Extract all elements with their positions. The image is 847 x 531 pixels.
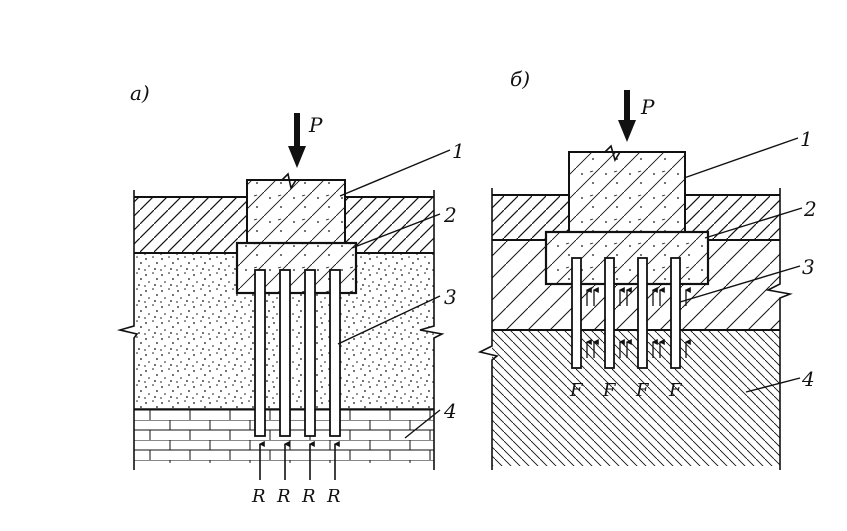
pile xyxy=(329,269,341,437)
friction-label: F xyxy=(635,380,650,401)
end-bearing-piles xyxy=(254,269,341,437)
load-arrow-b: P xyxy=(618,90,655,142)
callout-1: 1 xyxy=(800,127,813,151)
callout-1: 1 xyxy=(452,139,465,163)
callouts-b: 1 2 3 4 xyxy=(679,127,817,393)
friction-label: F xyxy=(569,380,584,401)
pile xyxy=(304,269,316,437)
reaction-label: R xyxy=(301,486,316,507)
friction-label: F xyxy=(602,380,617,401)
pile xyxy=(279,269,291,437)
panel-a: a) P xyxy=(116,81,465,507)
callout-2: 2 xyxy=(443,203,457,227)
column-b xyxy=(568,151,686,233)
column-a xyxy=(246,179,346,244)
callout-4: 4 xyxy=(443,399,457,423)
callouts-a: 1 2 3 4 xyxy=(337,139,465,439)
panel-b: б) xyxy=(477,67,817,470)
reaction-label: R xyxy=(251,486,266,507)
dense-soil-layer xyxy=(492,330,780,466)
pile xyxy=(670,257,681,369)
friction-label: F xyxy=(668,380,683,401)
friction-piles xyxy=(571,257,681,369)
reaction-label: R xyxy=(276,486,291,507)
callout-3: 3 xyxy=(802,255,815,279)
load-label-a: P xyxy=(308,113,323,137)
reaction-label: R xyxy=(326,486,341,507)
friction-arrows xyxy=(585,287,691,358)
pile-cap-b xyxy=(544,230,710,286)
callout-3: 3 xyxy=(444,285,457,309)
pile xyxy=(604,257,615,369)
load-arrow-a: P xyxy=(288,113,323,168)
panel-a-label: a) xyxy=(130,81,150,105)
callout-4: 4 xyxy=(801,367,815,391)
load-label-b: P xyxy=(640,95,655,119)
pile xyxy=(637,257,648,369)
callout-2: 2 xyxy=(803,197,817,221)
pile xyxy=(571,257,582,369)
reaction-arrows: R R R R xyxy=(251,441,341,507)
pile xyxy=(254,269,266,437)
panel-b-label: б) xyxy=(510,67,530,91)
